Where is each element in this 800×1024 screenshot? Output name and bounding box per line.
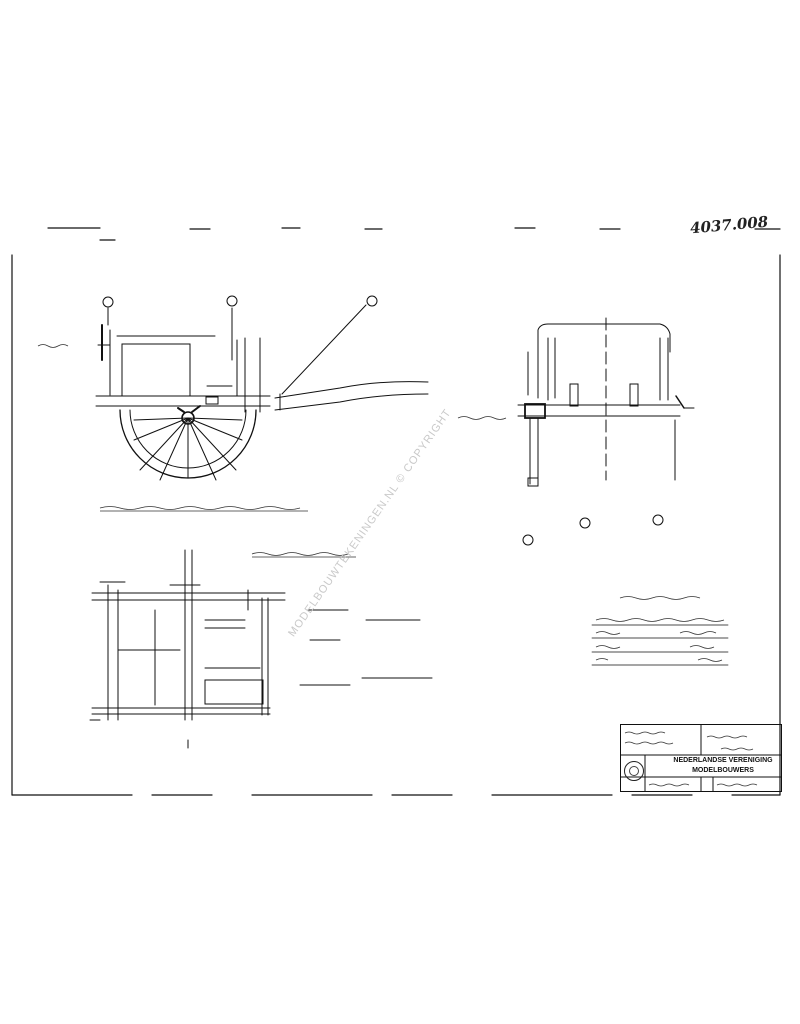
legend-heading-note	[619, 596, 701, 600]
callout-marker	[102, 296, 114, 308]
cart-plan-view	[89, 549, 286, 749]
association-seal	[624, 761, 644, 781]
note-label-left	[37, 344, 69, 348]
callout-marker	[579, 517, 591, 529]
callout-markers	[102, 295, 664, 546]
cart-front-view	[517, 317, 695, 487]
title-block-grid	[621, 725, 781, 791]
note-side-view-caption	[99, 506, 301, 510]
legend-lines	[591, 624, 729, 666]
note-label-mid	[457, 416, 507, 420]
callout-marker	[226, 295, 238, 307]
organization-name-line2: MODELBOUWERS	[692, 767, 754, 774]
detail-lines	[299, 609, 433, 686]
callout-marker	[522, 534, 534, 546]
callout-marker	[652, 514, 664, 526]
cart-side-view	[95, 304, 429, 481]
note-plan-view-caption	[251, 552, 349, 556]
sheet-border	[11, 227, 781, 796]
callout-marker	[366, 295, 378, 307]
organization-name-line1: NEDERLANDSE VERENIGING	[673, 757, 773, 764]
title-block: NEDERLANDSE VERENIGING MODELBOUWERS	[620, 724, 782, 792]
